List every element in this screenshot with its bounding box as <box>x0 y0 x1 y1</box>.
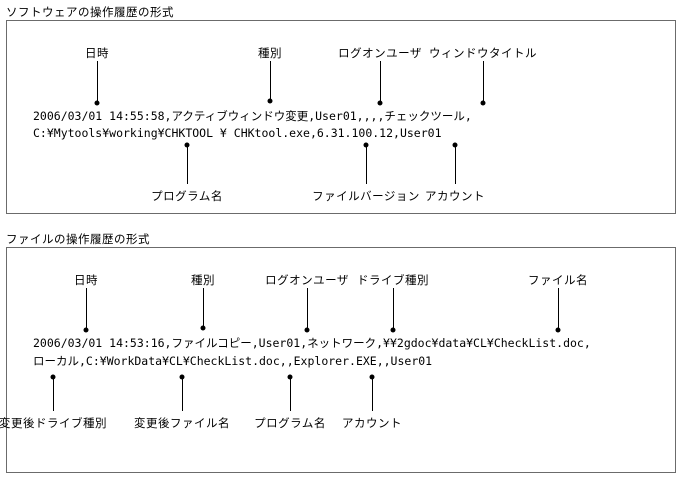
label-type-2: 種別 <box>191 275 215 287</box>
leader-line-window-title <box>483 61 484 103</box>
leader-line-account <box>455 145 456 184</box>
file-history-record-line-1: 2006/03/01 14:53:16,ファイルコピー,User01,ネットワー… <box>33 336 591 350</box>
label-datetime: 日時 <box>85 48 109 60</box>
leader-line-logon-user <box>380 61 381 103</box>
label-changed-file-name: 変更後ファイル名 <box>134 418 230 430</box>
leader-line-changed-drive-type <box>53 377 54 411</box>
label-account: アカウント <box>425 191 485 203</box>
leader-dot-file-name <box>555 327 561 333</box>
leader-line-type <box>270 61 271 101</box>
label-drive-type: ドライブ種別 <box>357 275 429 287</box>
leader-line-file-name <box>558 288 559 330</box>
label-type: 種別 <box>258 48 282 60</box>
leader-line-datetime <box>97 61 98 103</box>
leader-dot-logon-user-2 <box>304 327 310 333</box>
label-logon-user-2: ログオンユーザ <box>265 275 349 287</box>
software-history-diagram-box <box>6 20 676 214</box>
label-datetime-2: 日時 <box>74 275 98 287</box>
leader-line-account-2 <box>372 377 373 411</box>
label-changed-drive-type: 変更後ドライブ種別 <box>0 418 107 430</box>
leader-dot-type <box>267 98 273 104</box>
label-program-name-2: プログラム名 <box>254 418 326 430</box>
leader-dot-type-2 <box>200 325 206 331</box>
leader-line-datetime-2 <box>86 288 87 330</box>
label-file-version: ファイルバージョン <box>312 191 420 203</box>
leader-dot-logon-user <box>377 100 383 106</box>
leader-line-program-name <box>187 145 188 184</box>
software-history-record-line-2: C:¥Mytools¥working¥CHKTOOL ¥ CHKtool.exe… <box>33 126 442 140</box>
software-history-title: ソフトウェアの操作履歴の形式 <box>6 7 174 19</box>
label-file-name: ファイル名 <box>528 275 588 287</box>
file-history-title: ファイルの操作履歴の形式 <box>6 234 150 246</box>
label-logon-user: ログオンユーザ <box>338 48 422 60</box>
file-history-record-line-2: ローカル,C:¥WorkData¥CL¥CheckList.doc,,Explo… <box>33 354 433 368</box>
leader-dot-datetime <box>94 100 100 106</box>
leader-dot-datetime-2 <box>83 327 89 333</box>
leader-line-type-2 <box>203 288 204 328</box>
leader-dot-window-title <box>480 100 486 106</box>
software-history-record-line-1: 2006/03/01 14:55:58,アクティブウィンドウ変更,User01,… <box>33 109 472 123</box>
label-program-name: プログラム名 <box>151 191 223 203</box>
label-window-title: ウィンドウタイトル <box>429 48 537 60</box>
label-account-2: アカウント <box>342 418 402 430</box>
leader-line-program-name-2 <box>290 377 291 411</box>
leader-line-changed-file-name <box>182 377 183 411</box>
leader-line-file-version <box>366 145 367 184</box>
leader-dot-drive-type <box>390 327 396 333</box>
leader-line-drive-type <box>393 288 394 330</box>
file-history-diagram-box <box>6 247 676 473</box>
leader-line-logon-user-2 <box>307 288 308 330</box>
